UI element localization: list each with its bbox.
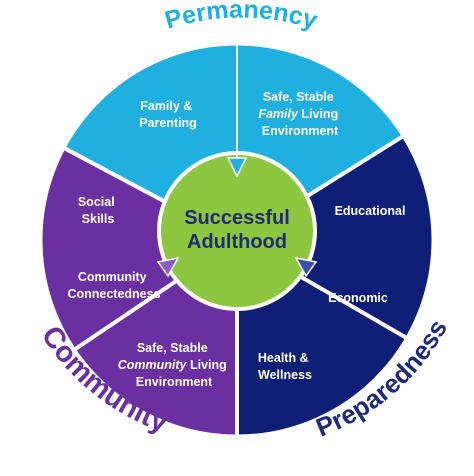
- label-community-connectedness: Community Connectedness: [67, 270, 160, 301]
- label-economic-line1: Economic: [328, 291, 388, 305]
- wheel-outline: [39, 42, 435, 438]
- label-safe-community: Safe, Stable Community Living Environmen…: [118, 341, 231, 389]
- label-health-wellness: Health & Wellness: [258, 351, 312, 382]
- label-safe-family-em: Family: [258, 107, 299, 121]
- label-social-skills-line2: Skills: [82, 212, 115, 226]
- label-community-connectedness-line1: Community: [78, 270, 147, 284]
- label-educational: Educational: [335, 204, 406, 218]
- label-safe-community-line1: Safe, Stable: [137, 341, 208, 355]
- label-health-wellness-line2: Wellness: [258, 368, 312, 382]
- label-safe-community-line2: Community Living: [118, 358, 227, 372]
- arrow-down-icon: [226, 46, 248, 178]
- label-family-parenting: Family & Parenting: [139, 99, 197, 130]
- label-family-parenting-line2: Parenting: [139, 116, 197, 130]
- label-economic: Economic: [328, 291, 388, 305]
- label-safe-community-line3: Environment: [136, 375, 213, 389]
- label-social-skills: Social Skills: [78, 195, 118, 226]
- label-health-wellness-line1: Health &: [258, 351, 309, 365]
- center-title-line1: Successful: [184, 207, 290, 229]
- category-permanency-text: Permanency: [162, 0, 321, 35]
- label-safe-family-line2: Family Living: [258, 107, 338, 121]
- label-community-connectedness-line2: Connectedness: [67, 287, 160, 301]
- center-title-line2: Adulthood: [187, 231, 287, 253]
- wheel-segments: [39, 42, 435, 438]
- label-safe-family-line3: Environment: [262, 124, 339, 138]
- label-family-parenting-line1: Family &: [140, 99, 192, 113]
- label-safe-community-rest: Living: [186, 358, 226, 372]
- center-title-2: Adulthood: [187, 231, 287, 253]
- label-social-skills-line1: Social: [78, 195, 115, 209]
- category-permanency: Permanency: [162, 0, 321, 35]
- center-title: Successful: [184, 207, 290, 229]
- label-safe-community-em: Community: [118, 358, 188, 372]
- arrow-up-left-icon: [294, 256, 318, 278]
- label-educational-line1: Educational: [335, 204, 406, 218]
- label-safe-family: Safe, Stable Family Living Environment: [258, 90, 341, 138]
- label-safe-family-line1: Safe, Stable: [263, 90, 334, 104]
- label-safe-family-rest: Living: [298, 107, 338, 121]
- arrow-up-right-icon: [156, 256, 180, 278]
